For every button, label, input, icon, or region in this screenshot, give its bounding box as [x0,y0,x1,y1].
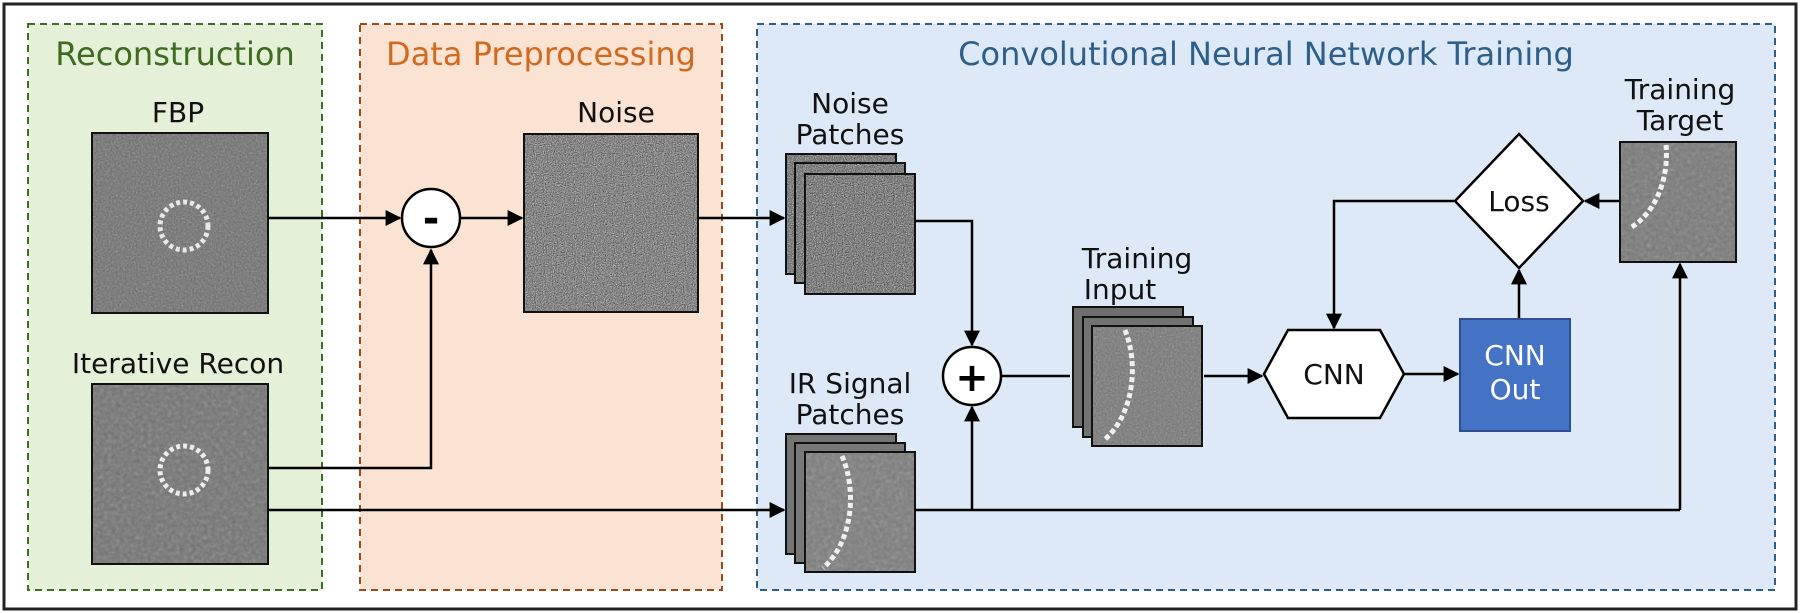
cnn-out-label-2: Out [1490,373,1541,406]
ir-signal-label-2: Patches [796,398,905,431]
training-input-label-1: Training [1081,242,1192,275]
training-input-stack [1072,306,1203,447]
plus-symbol: + [955,355,989,401]
cnn-node: CNN [1262,328,1406,420]
noise-patches-stack [785,153,916,295]
cnn-out-node: CNN Out [1459,318,1571,432]
iterative-recon-image [91,383,269,565]
training-target-image [1619,141,1737,263]
minus-symbol: - [423,196,440,242]
training-title: Convolutional Neural Network Training [958,35,1574,73]
training-section [756,23,1776,591]
loss-label: Loss [1488,185,1549,218]
noise-image [523,133,699,313]
preprocessing-title: Data Preprocessing [386,35,696,73]
cnn-label: CNN [1303,358,1364,391]
training-input-label-2: Input [1084,273,1157,306]
cnn-out-label-1: CNN [1484,339,1545,372]
reconstruction-title: Reconstruction [55,35,294,73]
noise-patches-label-1: Noise [811,87,889,120]
iterative-recon-label: Iterative Recon [72,347,284,380]
noise-patches-label-2: Patches [796,118,905,151]
fbp-image [91,132,269,314]
training-target-label-1: Training [1624,73,1735,106]
add-node: + [941,345,1003,407]
fbp-label: FBP [152,96,204,129]
ir-signal-label-1: IR Signal [789,367,912,400]
noise-label: Noise [577,96,655,129]
ir-signal-patches-stack [785,433,916,573]
subtract-node: - [400,187,462,249]
training-target-label-2: Target [1636,104,1724,137]
loss-node: Loss [1453,132,1585,270]
connectors [269,193,1688,518]
